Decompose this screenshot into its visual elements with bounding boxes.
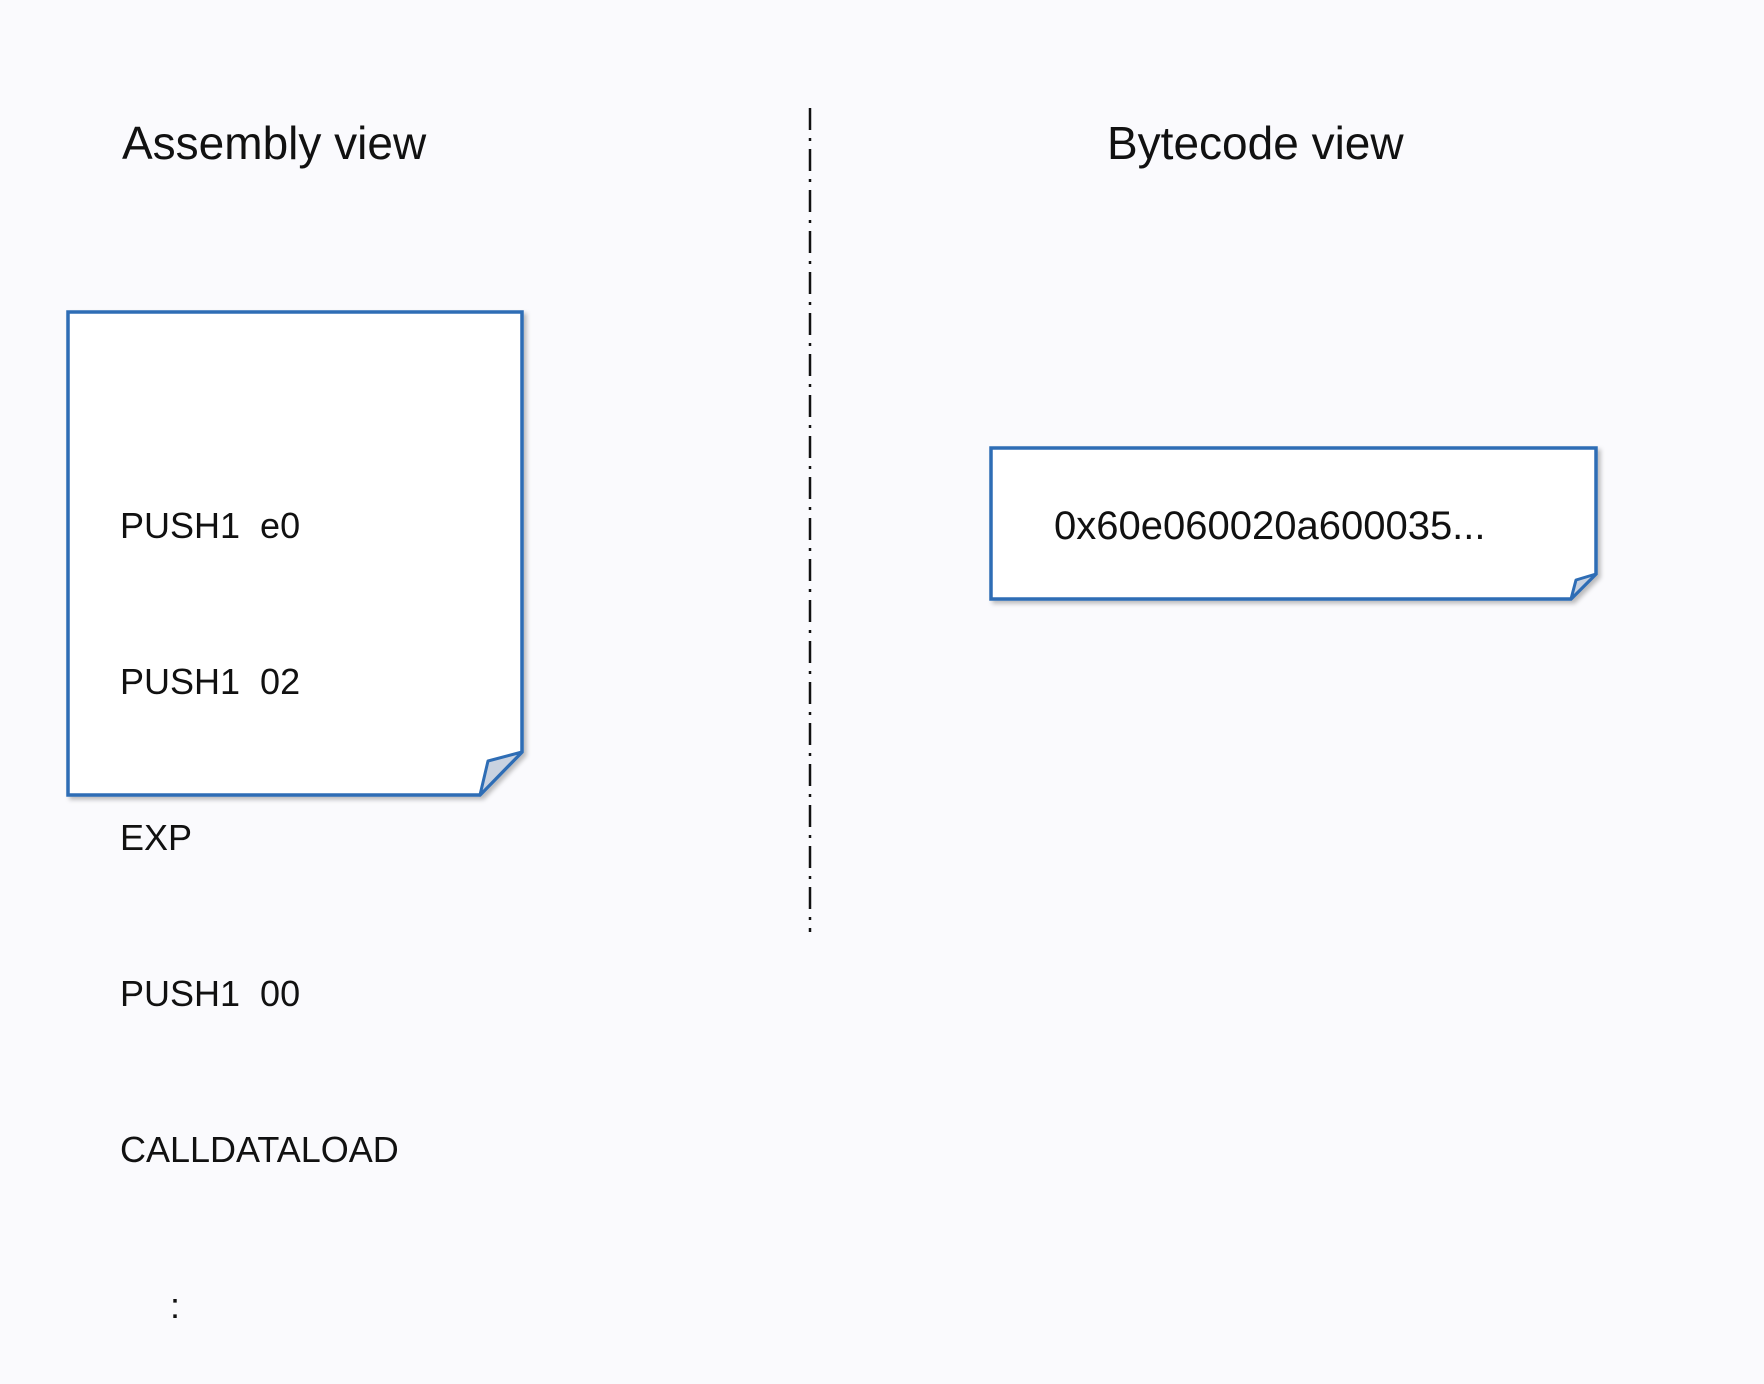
assembly-line: CALLDATALOAD bbox=[120, 1129, 399, 1170]
assembly-line: PUSH1 00 bbox=[120, 973, 301, 1014]
assembly-ellipsis: : bbox=[120, 1285, 181, 1326]
dash-dot-divider bbox=[808, 108, 812, 932]
assembly-note bbox=[66, 310, 524, 797]
assembly-line: PUSH1 02 bbox=[120, 661, 301, 702]
folded-corner-icon bbox=[1569, 572, 1598, 601]
bytecode-value: 0x60e060020a600035... bbox=[1054, 504, 1486, 548]
folded-corner-icon bbox=[478, 750, 524, 797]
bytecode-view-heading: Bytecode view bbox=[1107, 117, 1404, 169]
assembly-line: EXP bbox=[120, 817, 193, 858]
assembly-view-heading: Assembly view bbox=[122, 117, 427, 169]
assembly-code: PUSH1 e0 PUSH1 02 EXP PUSH1 00 CALLDATAL… bbox=[120, 396, 399, 1384]
assembly-line: PUSH1 e0 bbox=[120, 505, 301, 546]
bytecode-note bbox=[989, 446, 1598, 601]
